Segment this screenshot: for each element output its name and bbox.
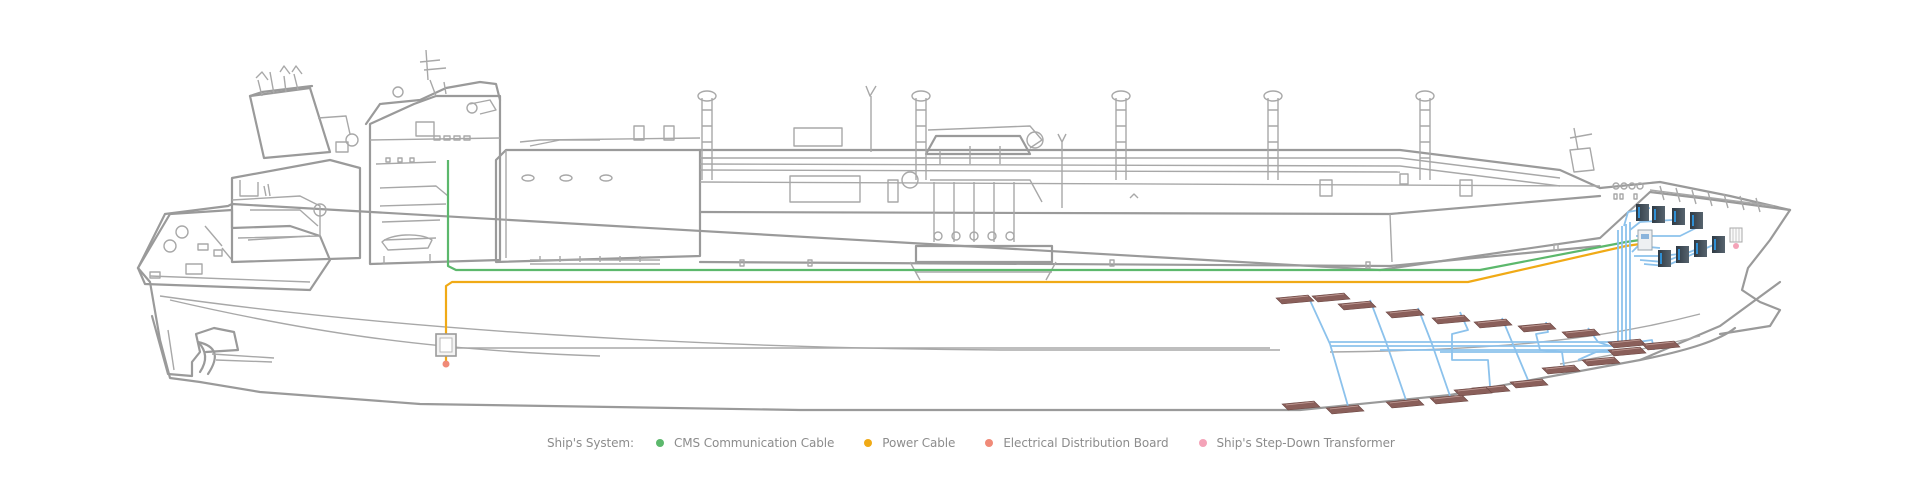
stern-deck <box>136 208 332 292</box>
funnel <box>230 65 362 264</box>
mast <box>697 90 717 180</box>
heater-pad-highlight <box>1611 339 1641 344</box>
cms-communication-cable <box>446 160 1641 272</box>
electrical-distribution-board-forward <box>1637 229 1653 251</box>
cabinet <box>1676 246 1689 263</box>
dot-icon <box>985 439 994 447</box>
heater-pad <box>1541 364 1581 375</box>
heater-pad-highlight <box>1279 295 1309 300</box>
cabinet <box>1712 236 1725 253</box>
heater-pad-highlight <box>1565 329 1595 334</box>
cabinet-stripe <box>1714 239 1716 250</box>
transformer-marker <box>1733 243 1739 249</box>
cabinet <box>1652 206 1665 223</box>
forecastle <box>1569 127 1792 213</box>
cabinet <box>1694 240 1707 257</box>
heater-pad-highlight <box>1645 341 1675 346</box>
legend-label: Ship's Step-Down Transformer <box>1216 436 1395 450</box>
heater-pad-highlight <box>1389 399 1419 404</box>
cabinet-stripe <box>1692 215 1694 226</box>
heater-pad <box>1641 340 1681 351</box>
legend-item-power-cable: Power Cable <box>864 436 955 450</box>
legend-label: CMS Communication Cable <box>673 436 835 450</box>
mast <box>911 90 931 180</box>
power-cable <box>444 242 1641 362</box>
heater-pad <box>1509 378 1549 389</box>
ship-diagram <box>136 49 1792 415</box>
heater-pad <box>1385 398 1425 409</box>
heater-pad <box>1337 300 1377 311</box>
heater-pad <box>1429 394 1469 405</box>
heater-pad-highlight <box>1585 357 1615 362</box>
heater-pad <box>1385 308 1425 319</box>
ships-step-down-transformer <box>1729 227 1743 249</box>
legend-item-cms-cable: CMS Communication Cable <box>655 436 835 450</box>
electrical-distribution-board-aft <box>435 333 457 368</box>
mast <box>1263 90 1283 180</box>
heater-pad-highlight <box>1545 365 1575 370</box>
dot-icon <box>864 439 873 447</box>
legend: Ship's System: CMS Communication Cable P… <box>547 433 1425 453</box>
heater-pad-highlight <box>1435 315 1465 320</box>
cabinet <box>1690 212 1703 229</box>
heater-pad <box>1275 294 1315 305</box>
crane <box>865 85 1067 208</box>
cabinet <box>1672 208 1685 225</box>
main-deck <box>698 127 1602 269</box>
converter-cabinets <box>1636 204 1725 267</box>
heater-pad-highlight <box>1477 319 1507 324</box>
cabinet-stripe <box>1696 243 1698 254</box>
heater-pad <box>1311 292 1351 303</box>
heater-pad-highlight <box>1389 309 1419 314</box>
cabinet-stripe <box>1654 209 1656 220</box>
cabinet-stripe <box>1638 207 1640 218</box>
tank-masts <box>697 85 1435 208</box>
cabinet <box>1636 204 1649 221</box>
cabinet <box>1658 250 1671 267</box>
heater-pad <box>1473 318 1513 329</box>
dot-icon <box>655 439 664 447</box>
heater-pad <box>1281 400 1321 411</box>
cabinet-stripe <box>1674 211 1676 222</box>
legend-label: Electrical Distribution Board <box>1003 436 1169 450</box>
dot-icon <box>1198 439 1207 447</box>
legend-item-step-down-transformer: Ship's Step-Down Transformer <box>1198 436 1395 450</box>
heater-pad-highlight <box>1513 379 1543 384</box>
cargo-tank-aft <box>494 125 702 265</box>
legend-title: Ship's System: <box>547 436 634 450</box>
ship-hull <box>136 190 1792 412</box>
heater-pad <box>1453 386 1493 397</box>
heater-pad-highlight <box>1315 293 1345 298</box>
heater-pad <box>1581 356 1621 367</box>
legend-label: Power Cable <box>882 436 956 450</box>
heater-pad <box>1607 346 1647 357</box>
heater-pad <box>1561 328 1601 339</box>
heater-pad-highlight <box>1457 387 1487 392</box>
mast <box>1111 90 1131 180</box>
legend-item-distribution-board: Electrical Distribution Board <box>985 436 1169 450</box>
heater-pad-highlight <box>1329 405 1359 410</box>
heater-pad <box>1607 338 1647 349</box>
heater-pad-highlight <box>1433 395 1463 400</box>
heater-pad-highlight <box>1521 323 1551 328</box>
accommodation-block <box>364 49 502 266</box>
heater-pad-highlight <box>1285 401 1315 406</box>
cabinet-stripe <box>1678 249 1680 260</box>
mast <box>1415 90 1435 180</box>
distribution-board-marker <box>442 360 450 368</box>
heater-pad <box>1431 314 1471 325</box>
heater-pad-highlight <box>1341 301 1371 306</box>
cabinet-stripe <box>1660 253 1662 264</box>
heater-pad <box>1325 404 1365 415</box>
heater-pads <box>1275 292 1681 415</box>
heater-pad <box>1517 322 1557 333</box>
heater-pad-highlight <box>1611 347 1641 352</box>
